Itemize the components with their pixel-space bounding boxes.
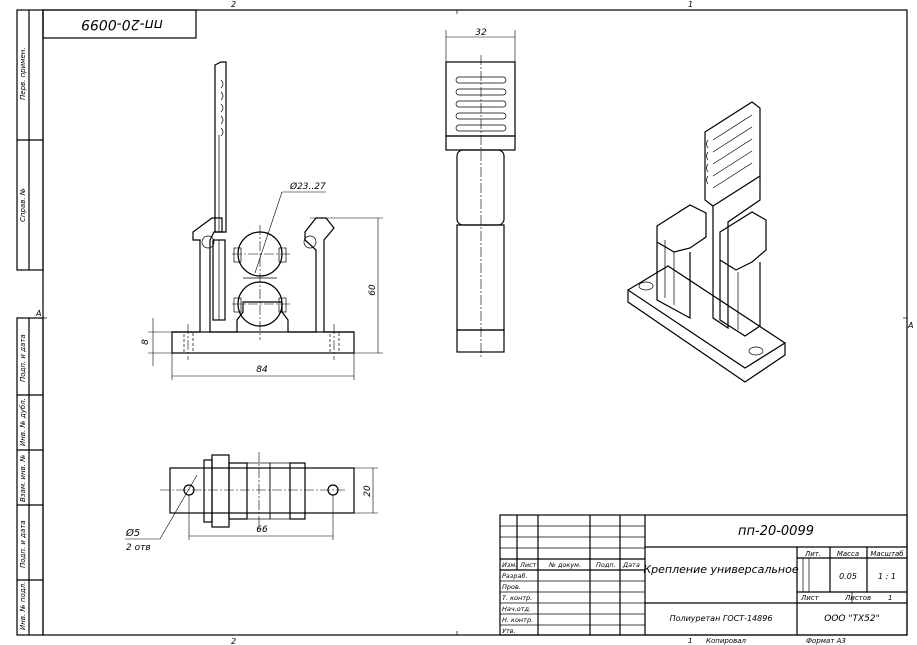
side-sprav-no: Справ. № bbox=[19, 188, 27, 222]
dim-top-width: 32 bbox=[475, 28, 487, 38]
dim-hole-count: 2 отв bbox=[126, 543, 151, 553]
tb-designation: пп-20-0099 bbox=[738, 524, 814, 539]
zone-left: А bbox=[35, 309, 41, 318]
side-strip bbox=[16, 9, 44, 636]
side-podp-data-1: Подп. и дата bbox=[19, 334, 27, 382]
tb-mass: 0.05 bbox=[839, 572, 857, 581]
tb-col-izm: Изм. bbox=[502, 561, 517, 569]
tb-row-nach: Нач.отд. bbox=[502, 605, 531, 613]
sheet-frame bbox=[42, 9, 908, 636]
side-inv-podl: Инв. № подл. bbox=[19, 582, 27, 630]
tb-material: Полиуретан ГОСТ-14896 bbox=[670, 614, 773, 623]
zone-top-right: 1 bbox=[688, 0, 693, 9]
tb-copied: Копировал bbox=[706, 637, 747, 645]
isometric-view bbox=[627, 101, 786, 383]
front-view bbox=[171, 61, 355, 360]
tb-row-razrab: Разраб. bbox=[502, 572, 528, 580]
side-inv-dubl: Инв. № дубл. bbox=[19, 398, 27, 446]
tb-bottom-sheet-no: 1 bbox=[688, 637, 692, 645]
plan-view bbox=[125, 452, 378, 540]
tb-sheets: 1 bbox=[888, 594, 892, 602]
tb-lit-label: Лит. bbox=[804, 550, 821, 558]
tb-row-prov: Пров. bbox=[502, 583, 521, 591]
tb-sheets-label: Листов bbox=[844, 594, 871, 602]
tb-company: ООО "ТХ52" bbox=[824, 614, 880, 624]
tb-row-nkontr: Н. контр. bbox=[502, 616, 533, 624]
side-perv-primen: Перв. примен. bbox=[19, 47, 27, 100]
side-view bbox=[445, 30, 516, 358]
zone-top-left: 2 bbox=[231, 0, 236, 9]
dim-hole-diameter: Ø5 bbox=[125, 527, 140, 539]
tb-col-podp: Подп. bbox=[596, 561, 616, 569]
dim-height: 60 bbox=[368, 284, 378, 296]
zone-right: А bbox=[907, 321, 913, 330]
dim-base-thickness: 8 bbox=[141, 339, 151, 345]
title-block bbox=[499, 514, 908, 636]
side-podp-data-2: Подп. и дата bbox=[19, 520, 27, 568]
tb-mass-label: Масса bbox=[837, 550, 859, 558]
tb-row-tkontr: Т. контр. bbox=[502, 594, 532, 602]
front-dims bbox=[148, 191, 383, 380]
tb-col-data: Дата bbox=[622, 561, 640, 569]
tb-name: Крепление универсальное bbox=[643, 563, 798, 576]
tb-col-list: Лист bbox=[519, 561, 537, 569]
dim-plan-depth: 20 bbox=[363, 485, 373, 497]
dim-diameter: Ø23..27 bbox=[289, 181, 326, 192]
top-stamp: пп-20-0099 bbox=[42, 9, 197, 39]
tb-sheet-label: Лист bbox=[800, 594, 820, 602]
top-stamp-text: пп-20-0099 bbox=[81, 16, 163, 32]
tb-format: Формат А3 bbox=[806, 637, 846, 645]
tb-col-doc: № докум. bbox=[548, 561, 581, 569]
tb-scale: 1 : 1 bbox=[878, 572, 896, 581]
tb-scale-label: Масштаб bbox=[870, 550, 904, 558]
tb-row-utv: Утв. bbox=[502, 627, 516, 635]
side-vzam-inv: Взам. инв. № bbox=[19, 454, 27, 502]
zone-bottom-left: 2 bbox=[231, 637, 236, 645]
dim-hole-spacing: 66 bbox=[256, 525, 268, 535]
dim-base-width: 84 bbox=[256, 365, 268, 375]
